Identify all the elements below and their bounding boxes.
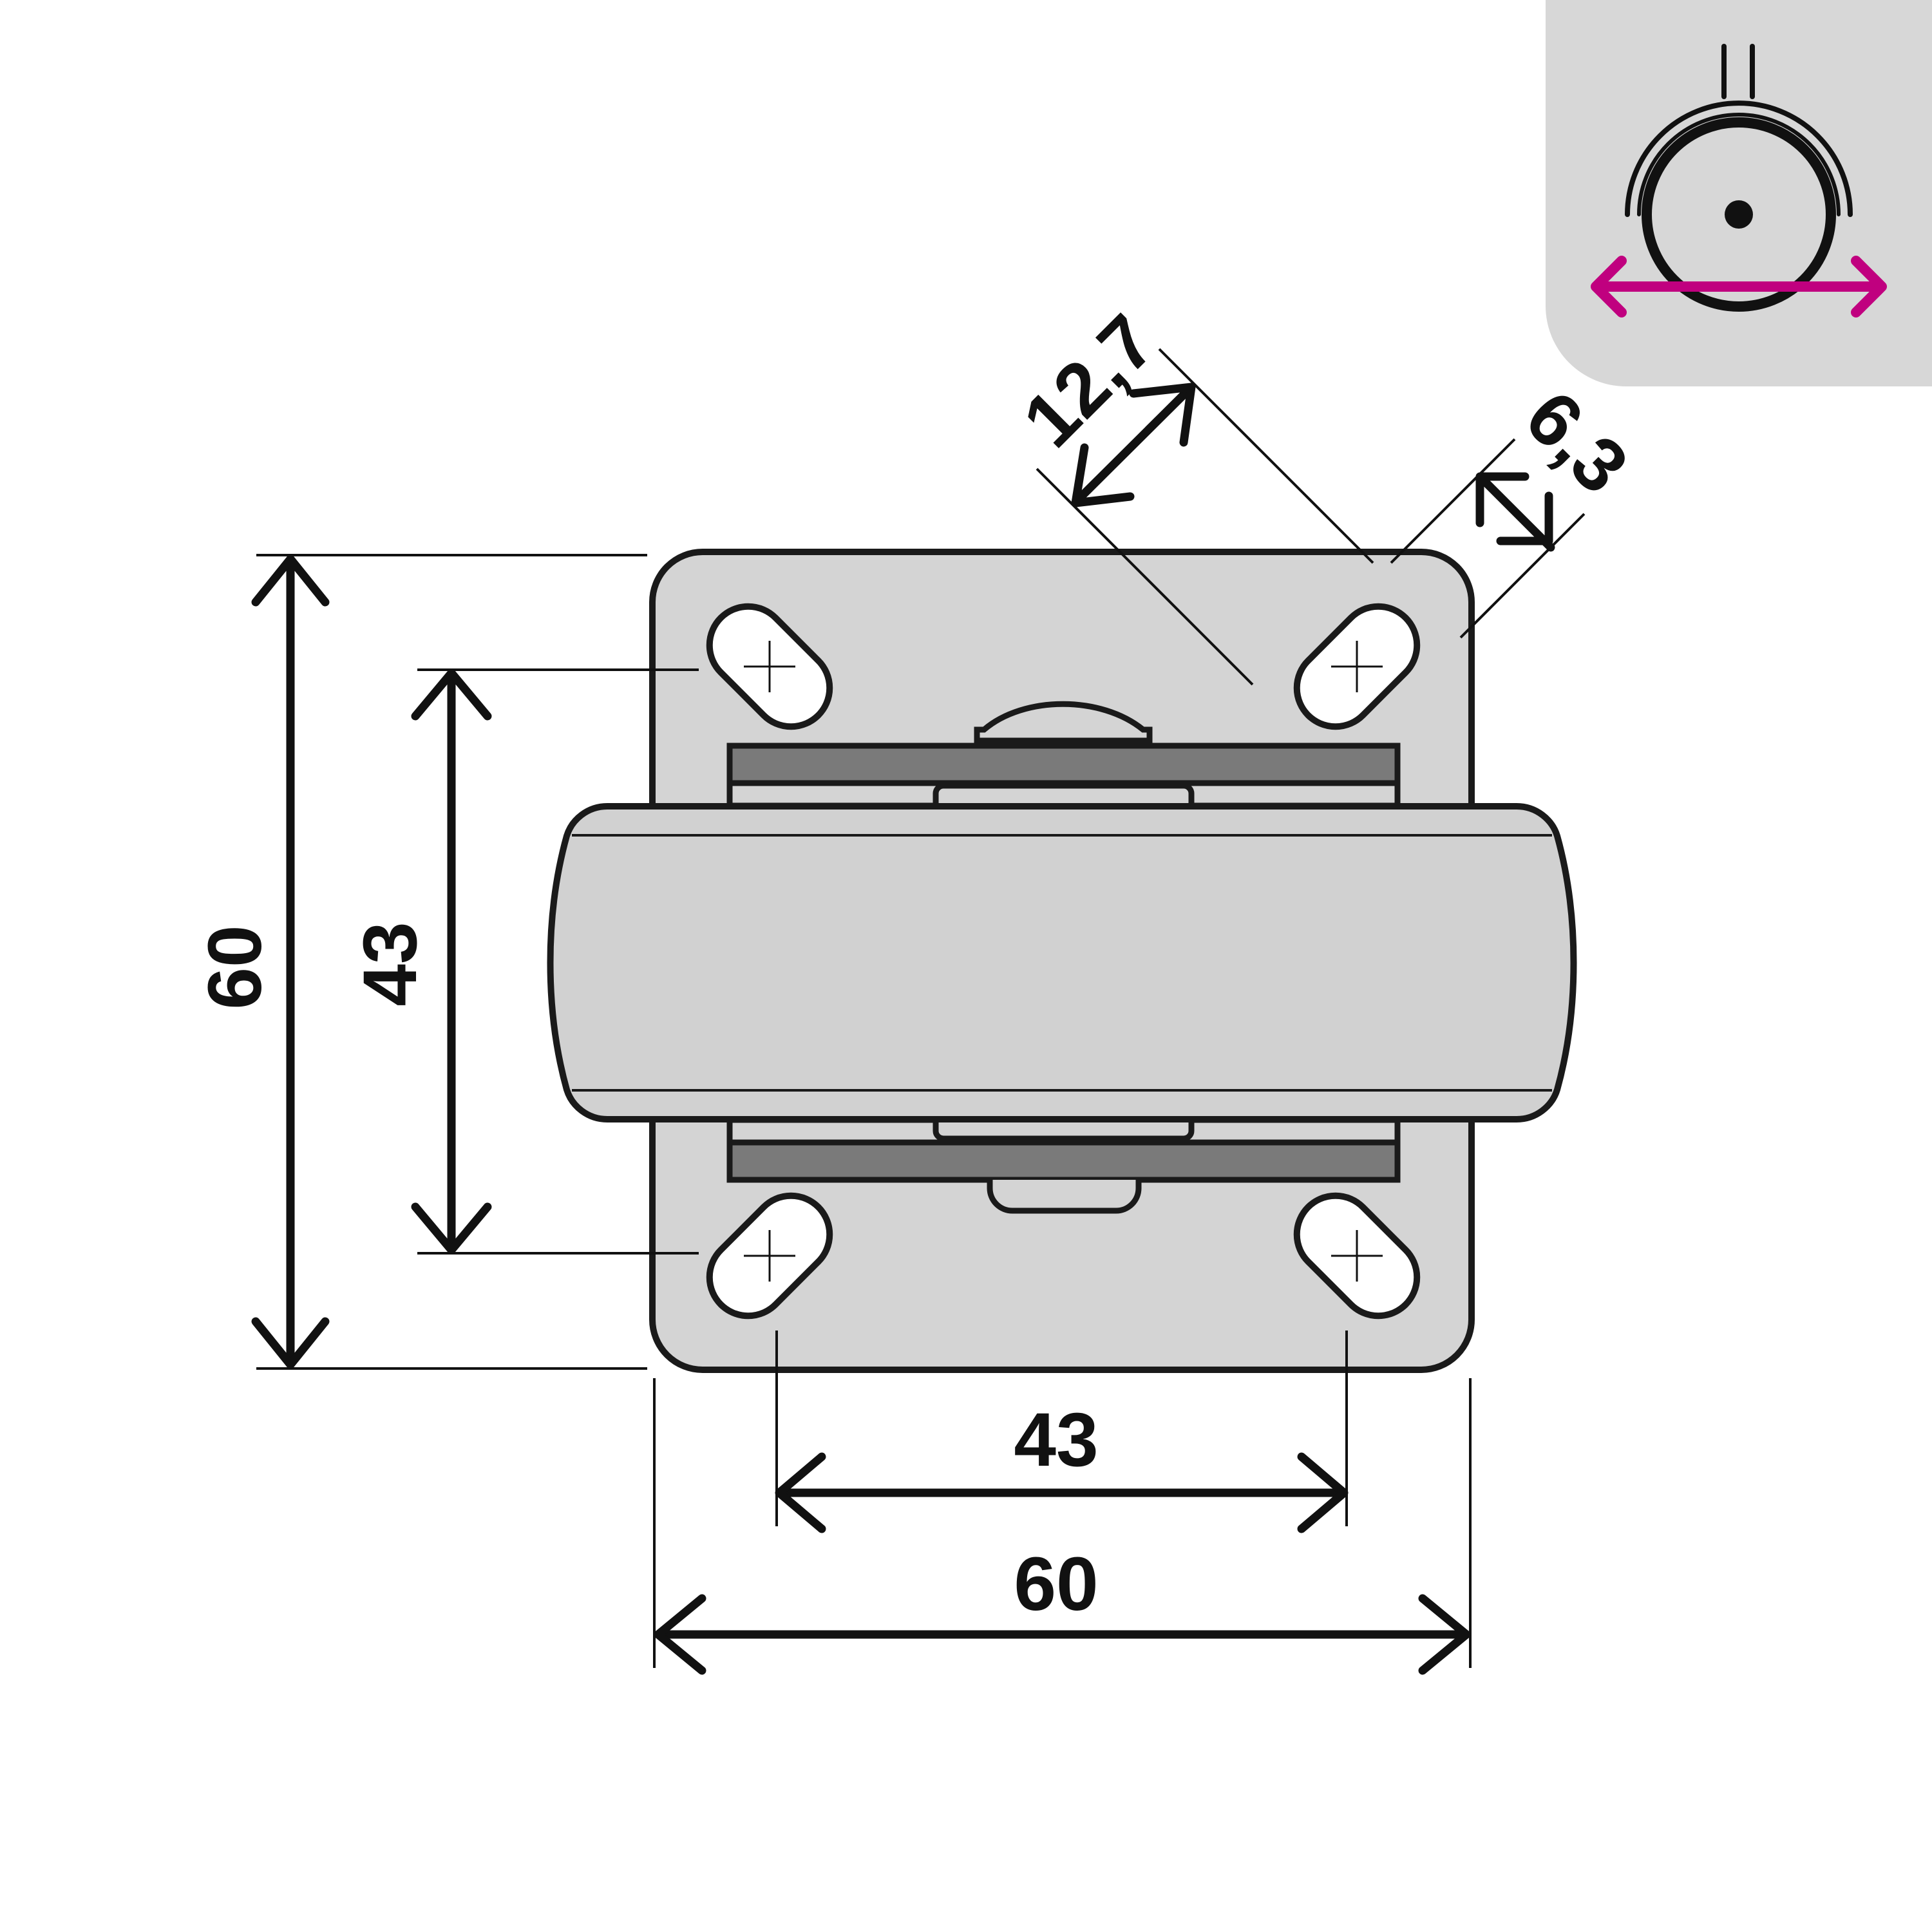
dim-arrow-plate-width <box>654 1594 1471 1675</box>
kingpin-cap <box>974 701 1153 744</box>
wheel <box>547 803 1577 1122</box>
double-arrow-horizontal-icon <box>1591 256 1887 317</box>
dimension-arrows <box>251 383 1555 1675</box>
label-hole-spacing-vertical: 43 <box>348 922 433 1006</box>
slot-center-marks <box>744 641 1383 1282</box>
extension-lines <box>256 348 1586 1668</box>
caster-side-view-icon <box>1625 44 1853 312</box>
inset-background <box>1546 0 1932 386</box>
lower-stub <box>987 1180 1142 1214</box>
wheel-body <box>547 803 1577 1122</box>
label-slot-width: 6,3 <box>1510 375 1644 509</box>
dim-arrow-slot-length <box>1071 383 1196 507</box>
upper-fork-bar <box>726 743 1401 786</box>
dim-arrow-slot-width <box>1475 472 1555 552</box>
dim-arrow-hole-spacing-horizontal <box>775 1452 1349 1533</box>
label-slot-length: 12,7 <box>1007 299 1172 464</box>
label-plate-width: 60 <box>1014 1542 1098 1627</box>
label-plate-height: 60 <box>193 925 278 1009</box>
dim-arrow-hole-spacing-vertical <box>411 668 492 1255</box>
inset-panel <box>1546 0 1932 386</box>
label-hole-spacing-horizontal: 43 <box>1014 1397 1098 1482</box>
fork-assembly <box>726 701 1401 1214</box>
lower-fork-bar <box>726 1139 1401 1183</box>
dim-arrow-plate-height <box>251 554 330 1369</box>
